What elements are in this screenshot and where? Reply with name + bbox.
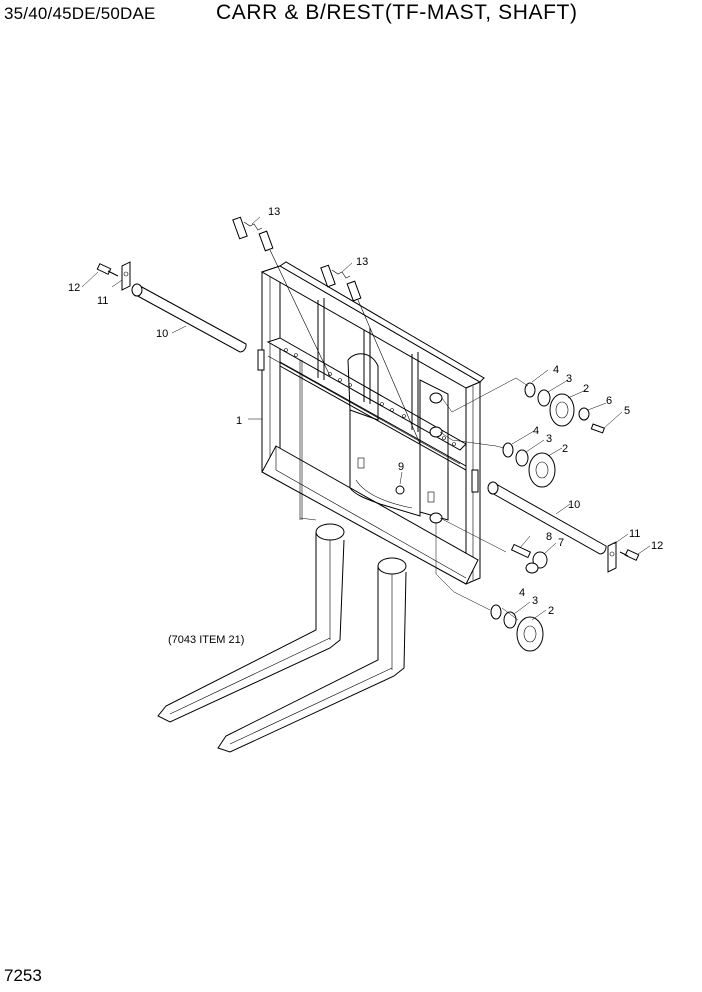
fork-reference-note: (7043 ITEM 21)	[168, 634, 244, 646]
shaft-left	[131, 283, 247, 353]
roller-upper	[524, 382, 605, 434]
page-number: 7253	[4, 966, 42, 985]
carriage-frame	[257, 261, 485, 585]
callout-12: 12	[651, 540, 663, 552]
callout-11: 11	[629, 528, 640, 540]
roller-middle	[502, 442, 556, 488]
chain-anchor-right	[320, 264, 421, 445]
callout-4: 4	[533, 425, 539, 437]
bolt-right	[619, 549, 640, 561]
callout-9: 9	[398, 461, 404, 473]
callout-12: 12	[68, 282, 80, 294]
callout-2: 2	[562, 443, 568, 455]
bracket-right	[607, 541, 617, 573]
callout-11: 11	[97, 295, 108, 307]
callout-3: 3	[532, 595, 538, 607]
callout-5: 5	[624, 405, 630, 417]
leader-lines	[81, 216, 651, 621]
page-title: CARR & B/REST(TF-MAST, SHAFT)	[216, 1, 578, 24]
bolt-left	[96, 263, 119, 277]
callout-10: 10	[568, 499, 580, 511]
callout-10: 10	[156, 328, 168, 340]
roller-lower	[490, 604, 544, 652]
nut-9	[395, 485, 405, 495]
callout-3: 3	[546, 433, 552, 445]
callout-3: 3	[566, 373, 572, 385]
callouts: 1 2 2 2 3 3 3 4 4 4 5 6 7 8 9 10 10 11 1…	[68, 206, 663, 617]
model-label: 35/40/45DE/50DAE	[4, 4, 156, 23]
callout-2: 2	[548, 605, 554, 617]
callout-8: 8	[546, 531, 552, 543]
bracket-left	[121, 261, 131, 291]
callout-4: 4	[519, 587, 525, 599]
callout-13: 13	[356, 256, 368, 268]
callout-13: 13	[268, 206, 280, 218]
callout-4: 4	[553, 364, 559, 376]
callout-7: 7	[558, 537, 564, 549]
shaft-right	[487, 481, 607, 555]
callout-1: 1	[236, 415, 242, 427]
chain-anchor-left	[232, 216, 331, 377]
callout-6: 6	[606, 395, 612, 407]
fork-left	[157, 523, 345, 723]
fork-right	[217, 557, 407, 753]
stopper-assembly	[510, 543, 548, 574]
callout-2: 2	[583, 383, 589, 395]
